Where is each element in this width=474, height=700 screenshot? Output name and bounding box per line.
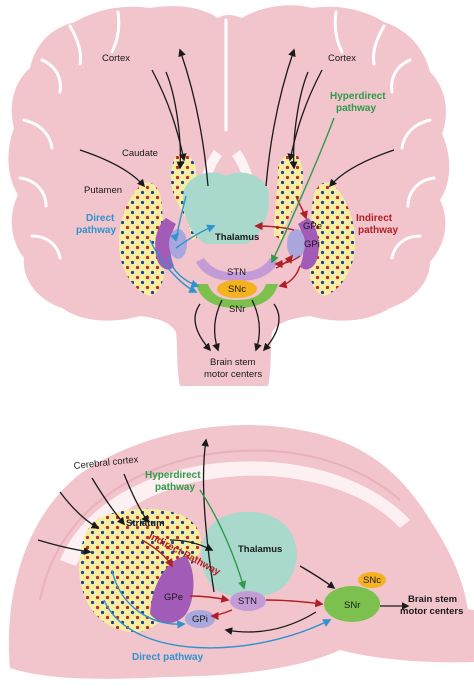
top-indirect-arrows — [254, 195, 308, 289]
label-snr-top: SNr — [229, 304, 245, 315]
label-putamen: Putamen — [84, 185, 122, 196]
right-gpi — [287, 229, 305, 259]
sagittal-section: Cerebral cortex Striatum Thalamus GPe GP… — [8, 425, 474, 679]
left-putamen — [118, 182, 165, 296]
label-indirect-pathway-2: pathway — [358, 225, 398, 236]
thalamus-top — [183, 172, 269, 244]
bottom-black-arrows — [37, 438, 410, 635]
label-indirect-pathway-1: Indirect — [356, 213, 393, 224]
snc-top — [217, 280, 257, 298]
label-hyperdirect-bottom-1: Hyperdirect — [145, 470, 201, 481]
thalamus-bottom — [201, 511, 297, 598]
coronal-sulci — [18, 10, 436, 260]
label-thalamus-top: Thalamus — [215, 232, 259, 243]
right-gpe — [298, 218, 319, 270]
label-gpi-bottom: GPi — [192, 614, 208, 625]
label-gpe-top: GPe — [303, 221, 322, 232]
label-stn-bottom: STN — [238, 596, 257, 607]
label-brainstem-bottom-1: Brain stem — [408, 594, 457, 605]
label-brainstem-bottom-2: motor centers — [400, 606, 463, 617]
label-direct-pathway-2: pathway — [76, 225, 116, 236]
label-brainstem-top-2: motor centers — [204, 369, 262, 380]
bottom-direct-arrows — [103, 569, 332, 649]
label-cortex-right: Cortex — [328, 53, 356, 64]
bottom-indirect-arrows — [141, 539, 324, 621]
label-hyperdirect-top-1: Hyperdirect — [330, 91, 386, 102]
right-caudate — [274, 153, 304, 240]
gpe-bottom — [150, 556, 194, 623]
label-stn-top: STN — [227, 267, 246, 278]
snr-top — [196, 284, 278, 308]
label-gpi-top: GPi — [304, 239, 320, 250]
label-thalamus-bottom: Thalamus — [238, 544, 282, 555]
right-putamen — [309, 182, 356, 296]
sagittal-corpus-callosum — [60, 461, 410, 566]
left-gpe — [155, 218, 176, 270]
label-cortex-left: Cortex — [102, 53, 130, 64]
label-striatum: Striatum — [126, 518, 165, 529]
sagittal-cortex-band — [39, 449, 401, 601]
label-caudate: Caudate — [122, 148, 158, 159]
label-direct-pathway-bottom: Direct pathway — [132, 652, 204, 663]
coronal-section: Cortex Cortex Caudate Putamen Thalamus G… — [8, 5, 450, 387]
label-brainstem-top-1: Brain stem — [210, 357, 255, 368]
stn-band — [196, 258, 278, 281]
label-snr-bottom: SNr — [344, 600, 360, 611]
label-hyperdirect-bottom-2: pathway — [155, 482, 195, 493]
label-gpe-bottom: GPe — [164, 592, 183, 603]
top-black-arrows — [79, 48, 395, 352]
gpi-bottom — [185, 610, 215, 628]
top-hyperdirect-arrow — [271, 117, 335, 264]
stn-bottom — [230, 591, 266, 611]
label-snc-bottom: SNc — [363, 575, 381, 586]
snc-bottom — [358, 572, 386, 588]
bottom-hyperdirect-arrow — [199, 489, 247, 590]
label-direct-pathway-1: Direct — [86, 213, 115, 224]
snr-bottom — [324, 586, 380, 622]
top-direct-arrows — [149, 195, 216, 293]
label-snc-top: SNc — [228, 284, 246, 295]
label-hyperdirect-top-2: pathway — [336, 103, 376, 114]
